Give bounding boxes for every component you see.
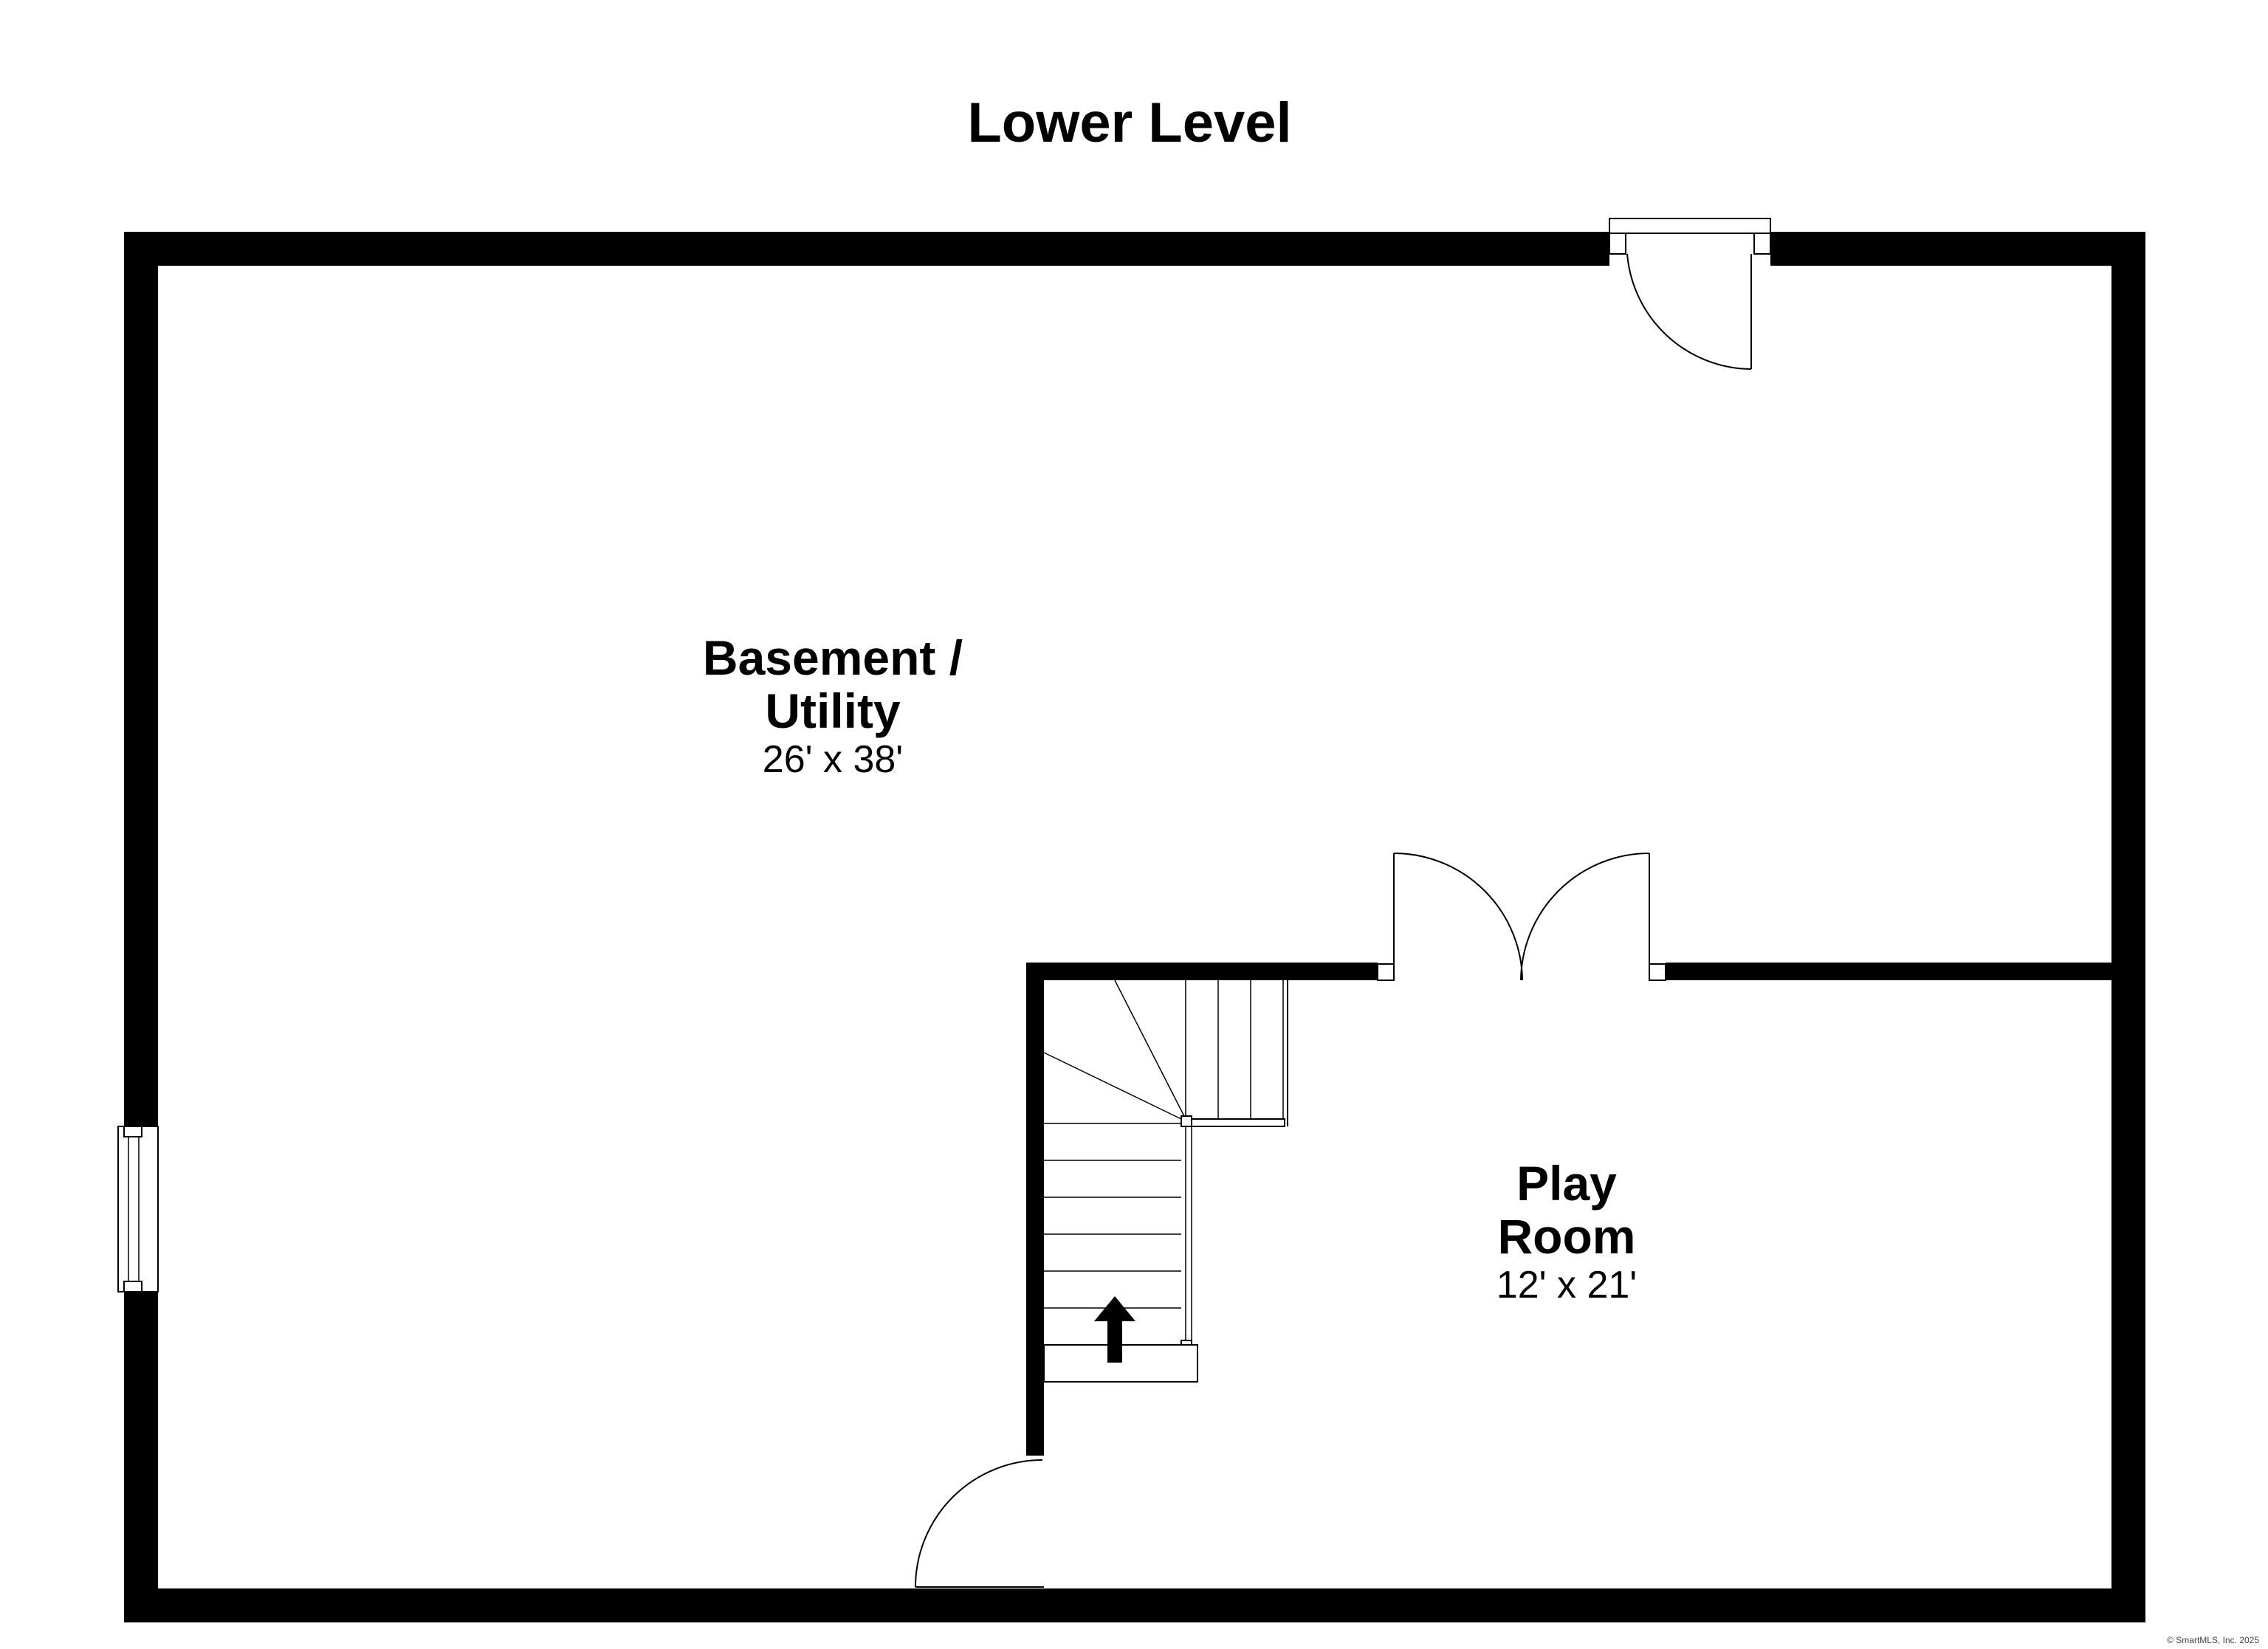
- wall-top-left: [124, 232, 1609, 266]
- room-dimensions: 26' x 38': [763, 738, 903, 781]
- wall-stair-top: [1026, 963, 1378, 980]
- room-name-line2: Room: [1498, 1209, 1636, 1264]
- wall-left-lower: [124, 1292, 158, 1622]
- double-door: [1377, 853, 1666, 981]
- copyright-notice: © SmartMLS, Inc. 2025: [2167, 1635, 2259, 1645]
- arrow-up-icon: [1094, 1296, 1135, 1363]
- room-dimensions: 12' x 21': [1496, 1264, 1637, 1307]
- room-label-play-room: Play Room 12' x 21': [1496, 1156, 1637, 1307]
- room-label-basement-utility: Basement / Utility 26' x 38': [703, 630, 963, 781]
- outer-walls: [124, 232, 2145, 1622]
- interior-walls: [1026, 963, 2131, 1456]
- wall-playroom-top: [1666, 963, 2131, 980]
- wall-top-right: [1770, 232, 2145, 266]
- staircase: [1043, 980, 1288, 1383]
- wall-bottom: [124, 1588, 2145, 1622]
- room-name-line1: Play: [1516, 1156, 1617, 1211]
- plan-title: Lower Level: [967, 92, 1291, 154]
- bottom-door: [915, 1459, 1044, 1588]
- wall-left-upper: [124, 232, 158, 1126]
- room-name-line2: Utility: [765, 684, 901, 738]
- wall-stair-vertical: [1026, 963, 1044, 1456]
- top-door: [1609, 218, 1771, 370]
- wall-right: [2111, 232, 2145, 1622]
- room-name-line1: Basement /: [703, 630, 963, 685]
- left-window: [117, 1126, 159, 1292]
